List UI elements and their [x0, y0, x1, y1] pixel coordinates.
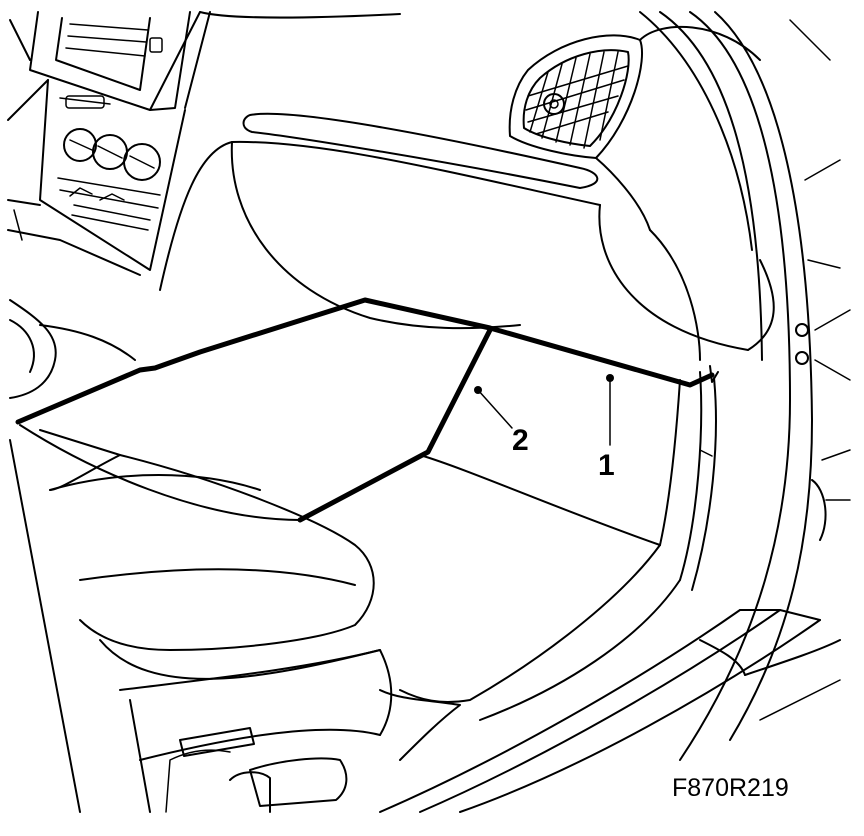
carpet-edge-front	[15, 297, 715, 425]
carpet-edge-side	[297, 327, 493, 523]
callout-1-label: 1	[598, 449, 615, 482]
left-seat-edge	[7, 11, 211, 399]
callout-2-leader	[477, 389, 513, 429]
callout-1: 1	[598, 374, 615, 482]
callout-2: 2	[474, 386, 529, 457]
center-console	[7, 11, 191, 271]
carpet-outline	[15, 297, 719, 523]
door-sill	[379, 609, 841, 813]
figure-code: F870R219	[672, 774, 789, 802]
dashboard-panel	[159, 11, 761, 351]
callout-2-label: 2	[512, 424, 529, 457]
air-vent	[508, 34, 644, 159]
seat	[9, 429, 461, 813]
door-frame	[639, 11, 851, 761]
footwell-floor	[19, 371, 717, 721]
